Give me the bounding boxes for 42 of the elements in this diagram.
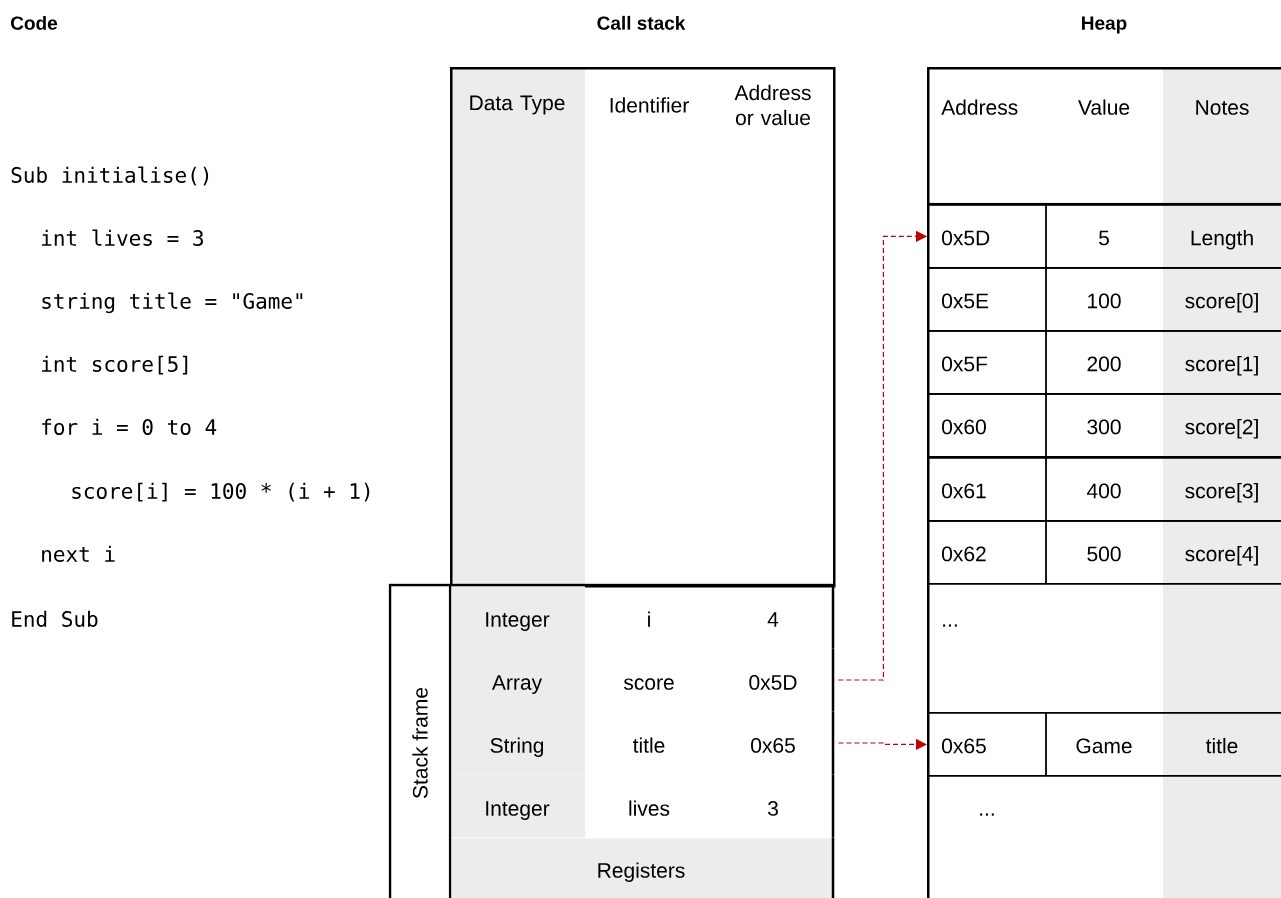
heap-row: 0x5F 200 score[1] [927,329,1281,395]
node-label: String [490,737,544,758]
code-line: score[i] = 100 * (i + 1) [72,482,370,502]
code-line: int lives = 3 [42,229,203,246]
code-line: string title = "Game" [42,292,303,314]
node-label: Integer [486,801,550,821]
column-title: Code [11,15,58,30]
code-line: for i = 0 to 4 [42,418,217,435]
column-title: Heap [1082,16,1127,34]
call-stack-panel [450,67,836,588]
node-label: Registers [598,862,685,883]
code-line: int score[5] [42,355,188,375]
heap-row: 0x61 400 score[3] [927,456,1281,522]
heap-row: 0x5D 5 Length [927,203,1281,269]
code-line: next i [42,545,115,562]
node-label: Integer [486,612,550,632]
node-label: lives [629,800,670,816]
heap-row: 0x65 Game title [927,711,1281,777]
stack-row: Integer lives 3 [451,774,835,838]
stack-row: Integer i 4 [451,585,835,649]
ellipsis: ... [943,624,957,627]
column-header: Data Type [470,95,565,115]
code-line: End Sub [12,610,98,627]
node-label: 0x5D [749,674,797,690]
node-label: 4 [767,612,779,627]
stack-row: Array score 0x5D [451,648,835,712]
node-label: 0x65 [751,737,795,753]
column-title: Call stack [597,15,686,30]
code-line: Sub initialise() [11,166,209,186]
ellipsis: ... [980,813,994,816]
arrow [837,230,927,681]
heap-row: 0x62 500 score[4] [927,519,1281,585]
heap-row: 0x60 300 score[2] [927,392,1281,458]
node-label: score [623,678,674,690]
node-label: title [632,737,665,753]
column-header: Address or value [734,84,811,126]
node-label: 3 [767,800,778,816]
node-label: i [648,611,650,627]
column-header: Identifier [610,97,689,113]
node-label: Array [491,675,543,695]
stack-row: String title 0x65 [451,711,835,775]
heap-row: 0x5E 100 score[0] [927,266,1281,332]
